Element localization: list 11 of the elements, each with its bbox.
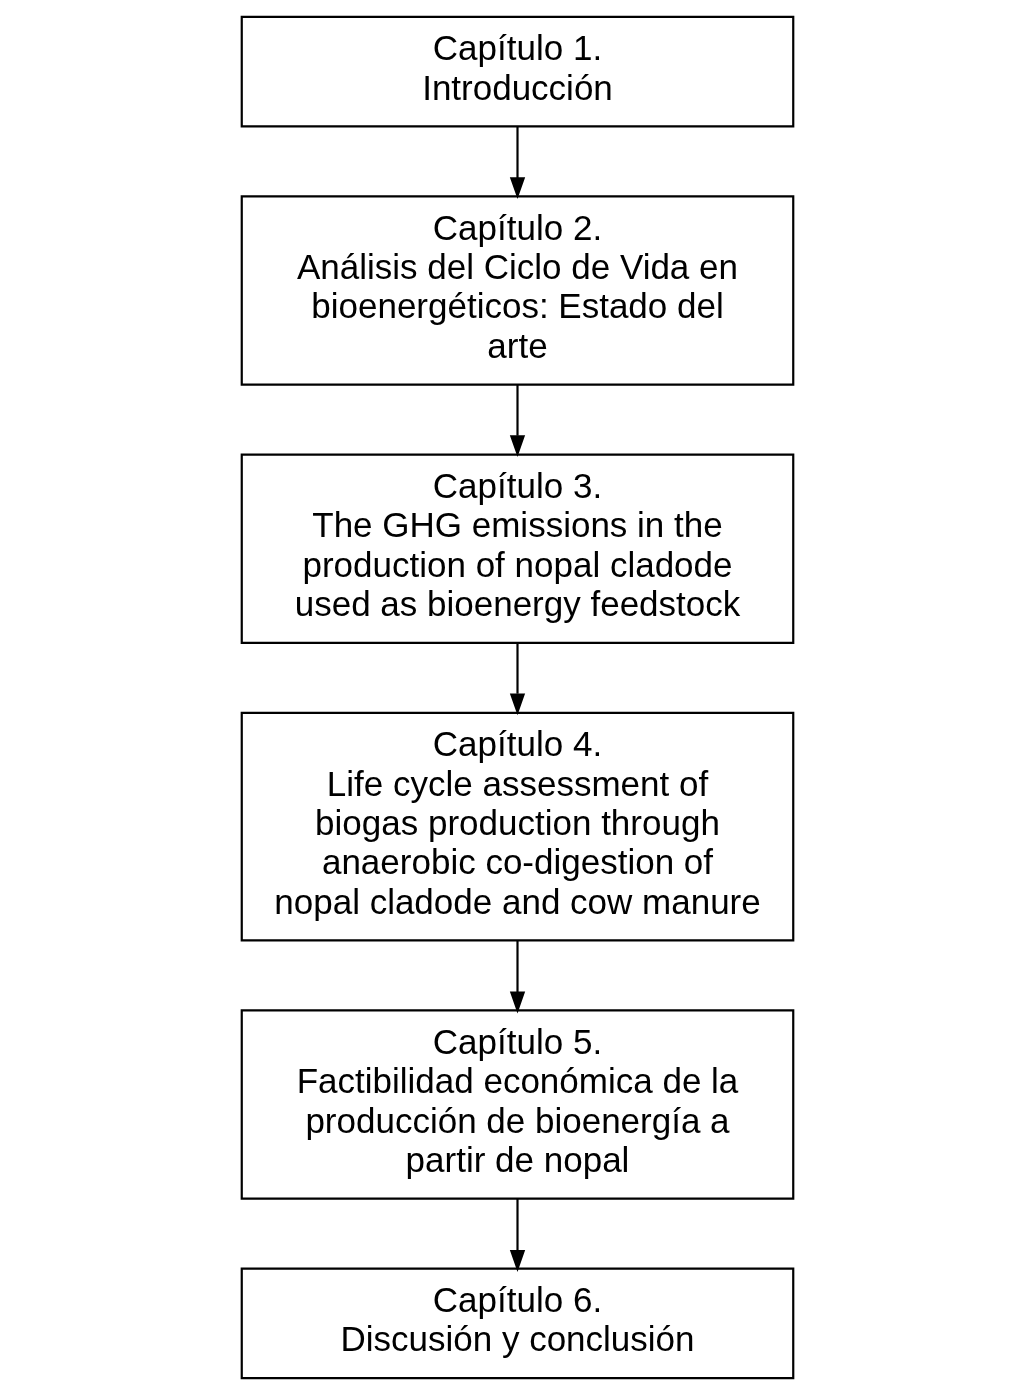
node-box: Capítulo 1. Introducción	[240, 15, 794, 128]
arrow	[509, 940, 525, 1014]
node-box: Capítulo 6. Discusión y conclusión	[240, 1267, 794, 1380]
node-box: Capítulo 2. Análisis del Ciclo de Vida en bioenergéticos: Estado del arte	[240, 195, 794, 386]
node-box: Capítulo 3. The GHG emissions in the production of nopal cladode used as bioenergy feedstock	[240, 453, 794, 644]
node-box: Capítulo 4. Life cycle assessment of biogas production through anaerobic co-digestion of nopal cladode and cow manure	[240, 711, 794, 942]
node-box: Capítulo 5. Factibilidad económica de la producción de bioenergía a partir de nopal	[240, 1009, 794, 1200]
arrow	[509, 126, 525, 200]
arrow	[509, 643, 525, 716]
arrow	[509, 385, 525, 458]
arrow	[509, 1198, 525, 1272]
